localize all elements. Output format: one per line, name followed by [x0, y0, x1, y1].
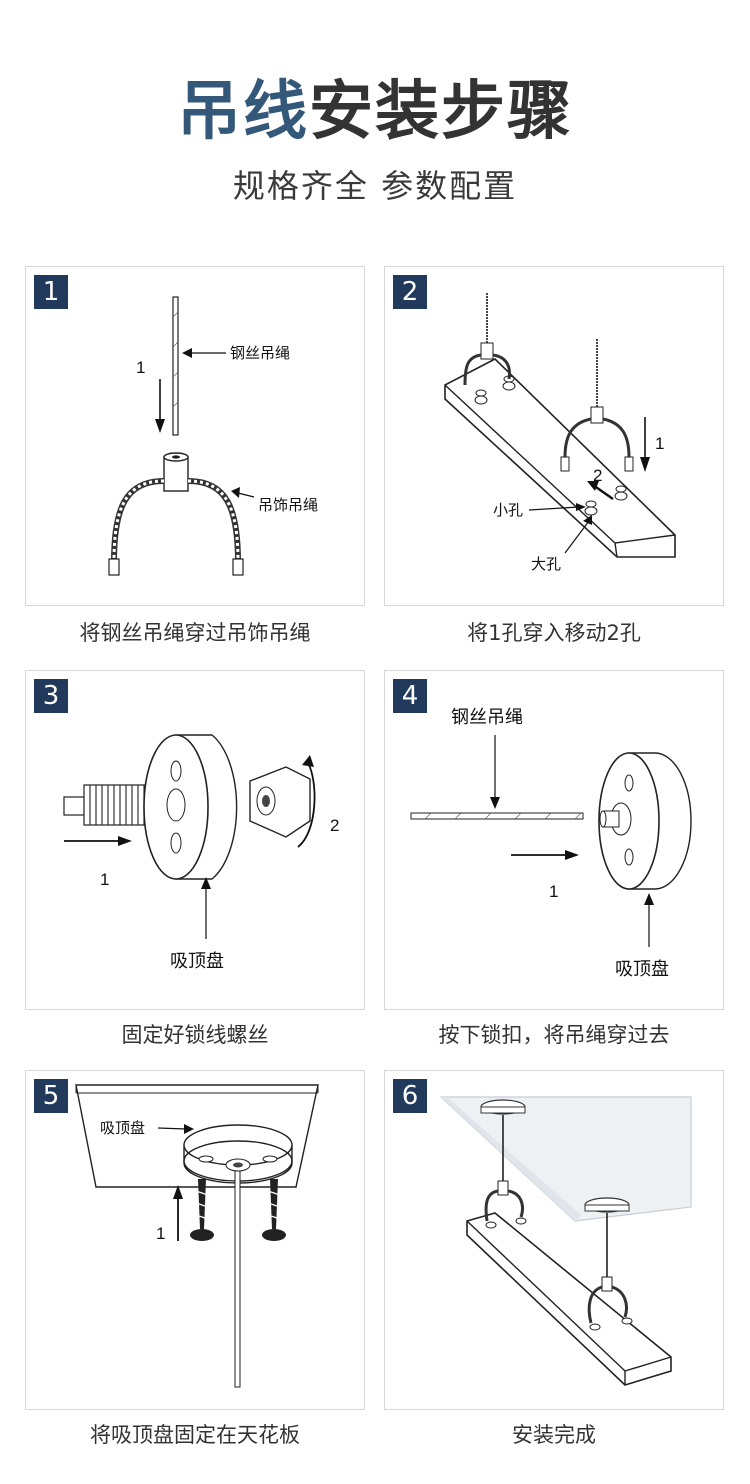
step-3-panel: 3 1 2 吸顶盘 [25, 670, 365, 1010]
step-5-caption: 将吸顶盘固定在天花板 [90, 1423, 300, 1447]
screw-right [262, 1179, 286, 1241]
steel-wire [172, 296, 179, 436]
step3-arrow-label-2: 2 [330, 816, 339, 835]
step-2-panel: 2 1 2 小孔 大孔 [384, 266, 724, 606]
step-3-caption: 固定好锁线螺丝 [121, 1023, 269, 1047]
step4-wire-label: 钢丝吊绳 [451, 707, 523, 728]
step-1-panel: 1 1 钢丝吊绳 吊饰吊绳 [25, 266, 365, 606]
hanger-label: 吊饰吊绳 [258, 496, 318, 514]
page-title: 吊线安装步骤 [0, 72, 750, 152]
step-6-caption: 安装完成 [512, 1423, 596, 1447]
hex-nut [249, 766, 311, 838]
step-6-badge: 6 [393, 1079, 427, 1113]
arrow-label-1: 1 [136, 358, 145, 377]
step-5-badge: 5 [34, 1079, 68, 1113]
wire-label: 钢丝吊绳 [230, 344, 290, 362]
hanger-cap [163, 456, 189, 492]
installed-lamp-bar [466, 1212, 672, 1386]
step5-disc-label: 吸顶盘 [100, 1119, 145, 1137]
steel-wire-horizontal [410, 812, 584, 820]
small-hole-label: 小孔 [493, 501, 523, 519]
step2-arrow-label-1: 1 [655, 434, 664, 453]
header: 吊线安装步骤 规格齐全 参数配置 [0, 0, 750, 250]
step3-arrow-label-1: 1 [100, 870, 109, 889]
step5-arrow-label-1: 1 [156, 1224, 165, 1243]
lamp-bar [444, 358, 676, 558]
hanger-cable [111, 478, 165, 563]
step-1-badge: 1 [34, 275, 68, 309]
step-1-illustration: 1 钢丝吊绳 吊饰吊绳 [108, 296, 318, 576]
big-hole-label: 大孔 [531, 555, 561, 573]
title-accent: 吊线 [177, 75, 309, 149]
step2-arrow-label-2: 2 [593, 466, 602, 485]
step-2-badge: 2 [393, 275, 427, 309]
step-4-illustration: 钢丝吊绳 1 吸顶盘 [410, 707, 692, 980]
step-2-caption: 将1孔穿入移动2孔 [467, 621, 641, 645]
step3-disc-label: 吸顶盘 [170, 951, 224, 972]
step-4-panel: 4 钢丝吊绳 1 吸顶盘 [384, 670, 724, 1010]
step-5-illustration: 吸顶盘 1 [75, 1084, 319, 1388]
title-rest: 安装步骤 [309, 75, 573, 149]
step-4-badge: 4 [393, 679, 427, 713]
step-4-caption: 按下锁扣，将吊绳穿过去 [438, 1023, 670, 1047]
step-5-panel: 5 吸顶盘 1 [25, 1070, 365, 1410]
step-6-panel: 6 [384, 1070, 724, 1410]
step-1-caption: 将钢丝吊绳穿过吊饰吊绳 [79, 621, 311, 645]
screw-left [190, 1179, 214, 1241]
step4-arrow-label-1: 1 [549, 882, 558, 901]
step-2-illustration: 1 2 小孔 大孔 [444, 293, 676, 573]
page-subtitle: 规格齐全 参数配置 [232, 167, 518, 205]
step-3-illustration: 1 2 吸顶盘 [63, 734, 339, 972]
step4-disc-label: 吸顶盘 [615, 959, 669, 980]
step-6-illustration [439, 1096, 692, 1386]
step-3-badge: 3 [34, 679, 68, 713]
